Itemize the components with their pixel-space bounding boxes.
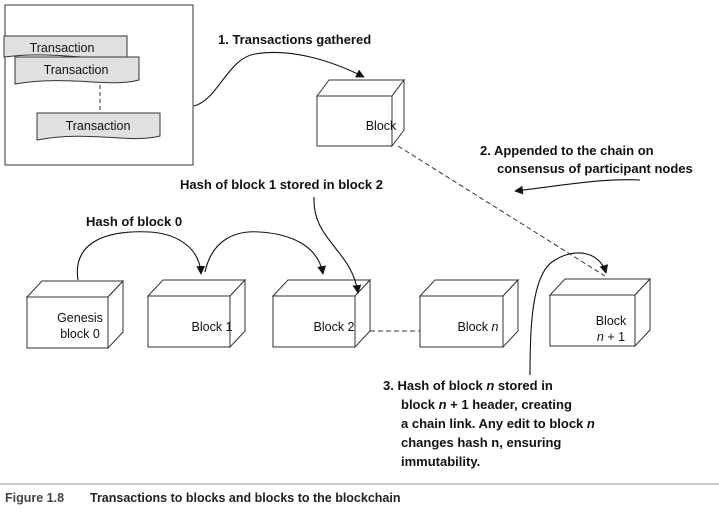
caption-text: Transactions to blocks and blocks to the… [90, 491, 401, 505]
chain-block-n: Block n [418, 278, 520, 349]
svg-text:block 0: block 0 [60, 327, 100, 341]
chain-block-1: Block 1 [146, 278, 247, 349]
svg-text:Block: Block [596, 314, 627, 328]
svg-text:a chain link. Any edit to bloc: a chain link. Any edit to block n [401, 416, 595, 431]
arrow-hash1-note [313, 196, 362, 294]
svg-text:Transaction: Transaction [30, 41, 95, 55]
svg-text:changes hash n, ensuring: changes hash n, ensuring [401, 435, 561, 450]
svg-text:n + 1: n + 1 [597, 330, 625, 344]
svg-text:block n + 1 header, creating: block n + 1 header, creating [401, 397, 572, 412]
arrow-hash-block1 [204, 231, 326, 275]
transaction-slip-3: Transaction [36, 112, 161, 141]
arrow-hash-block-n [529, 252, 609, 376]
svg-text:Block n: Block n [457, 320, 498, 334]
svg-text:Block: Block [366, 119, 397, 133]
arrow-transactions-to-block [193, 51, 365, 107]
svg-text:3. Hash of block n stored in: 3. Hash of block n stored in [383, 378, 553, 393]
caption-figure-number: Figure 1.8 [5, 491, 64, 505]
dashed-append-line [397, 145, 606, 277]
note-step1: 1. Transactions gathered [218, 32, 371, 47]
chain-block-n-plus-1: Block n + 1 [548, 277, 652, 348]
chain-block-genesis: Genesis block 0 [25, 279, 125, 350]
chain-block-2: Block 2 [271, 278, 372, 349]
note-hash-block0: Hash of block 0 [86, 214, 182, 229]
pending-block: Block [316, 78, 405, 148]
note-hash-block1: Hash of block 1 stored in block 2 [180, 177, 383, 192]
note-step2-line1: 2. Appended to the chain on [480, 143, 654, 158]
note-step3: 3. Hash of block n stored in block n + 1… [383, 378, 595, 469]
transaction-pool: Transaction Transaction Transaction [3, 4, 194, 166]
svg-text:Block 2: Block 2 [314, 320, 355, 334]
note-step2-line2: consensus of participant nodes [497, 161, 693, 176]
svg-text:Genesis: Genesis [57, 311, 103, 325]
svg-text:Transaction: Transaction [44, 63, 109, 77]
arrow-consensus-to-line [514, 179, 641, 195]
svg-text:Block 1: Block 1 [192, 320, 233, 334]
svg-text:Transaction: Transaction [66, 119, 131, 133]
svg-text:immutability.: immutability. [401, 454, 480, 469]
arrow-hash-block0 [76, 231, 206, 281]
transaction-slip-1: Transaction [3, 35, 128, 60]
transaction-slip-2: Transaction [14, 56, 140, 85]
